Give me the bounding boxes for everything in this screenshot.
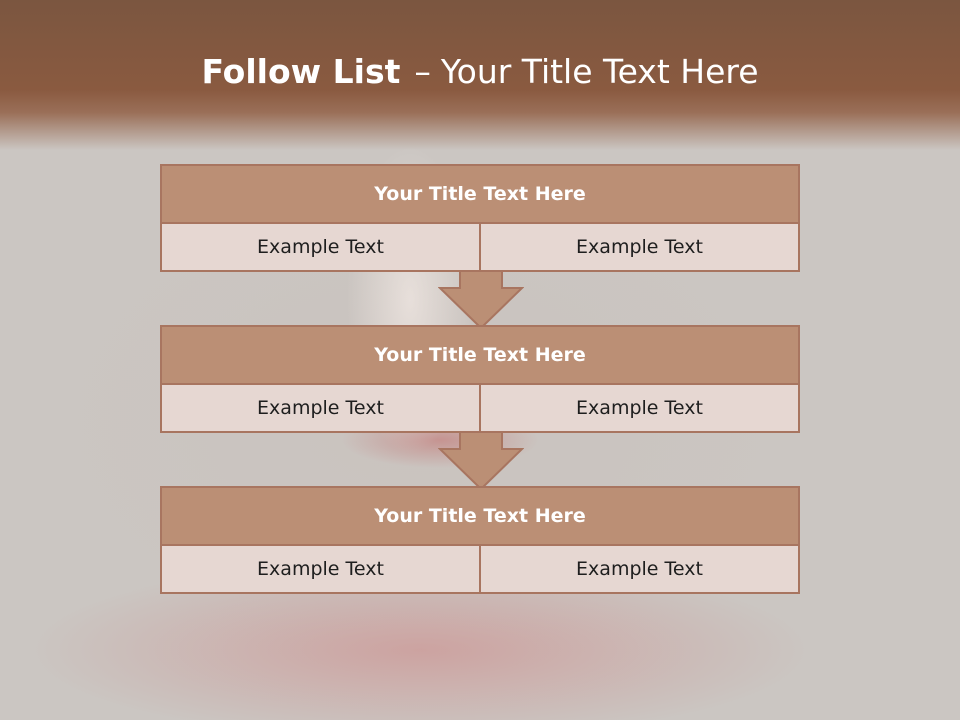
block-row: Example Text Example Text	[162, 224, 798, 270]
block-title: Your Title Text Here	[162, 166, 798, 224]
block-cell-right: Example Text	[479, 546, 798, 592]
list-block-3: Your Title Text Here Example Text Exampl…	[160, 486, 800, 594]
block-row: Example Text Example Text	[162, 385, 798, 431]
block-cell-left: Example Text	[257, 397, 384, 419]
block-cell-right: Example Text	[479, 224, 798, 270]
slide-title-separator: –	[414, 52, 431, 91]
slide-title-rest: Your Title Text Here	[440, 52, 759, 91]
down-arrow-1	[438, 271, 524, 329]
block-title: Your Title Text Here	[162, 327, 798, 385]
down-arrow-2	[438, 432, 524, 490]
block-title: Your Title Text Here	[162, 488, 798, 546]
block-row: Example Text Example Text	[162, 546, 798, 592]
slide-title: Follow List–Your Title Text Here	[0, 52, 960, 91]
list-block-1: Your Title Text Here Example Text Exampl…	[160, 164, 800, 272]
list-block-2: Your Title Text Here Example Text Exampl…	[160, 325, 800, 433]
slide-title-bold: Follow List	[201, 52, 401, 91]
block-cell-left: Example Text	[257, 558, 384, 580]
block-cell-right: Example Text	[479, 385, 798, 431]
slide-header-band	[0, 0, 960, 150]
block-cell-left: Example Text	[257, 236, 384, 258]
